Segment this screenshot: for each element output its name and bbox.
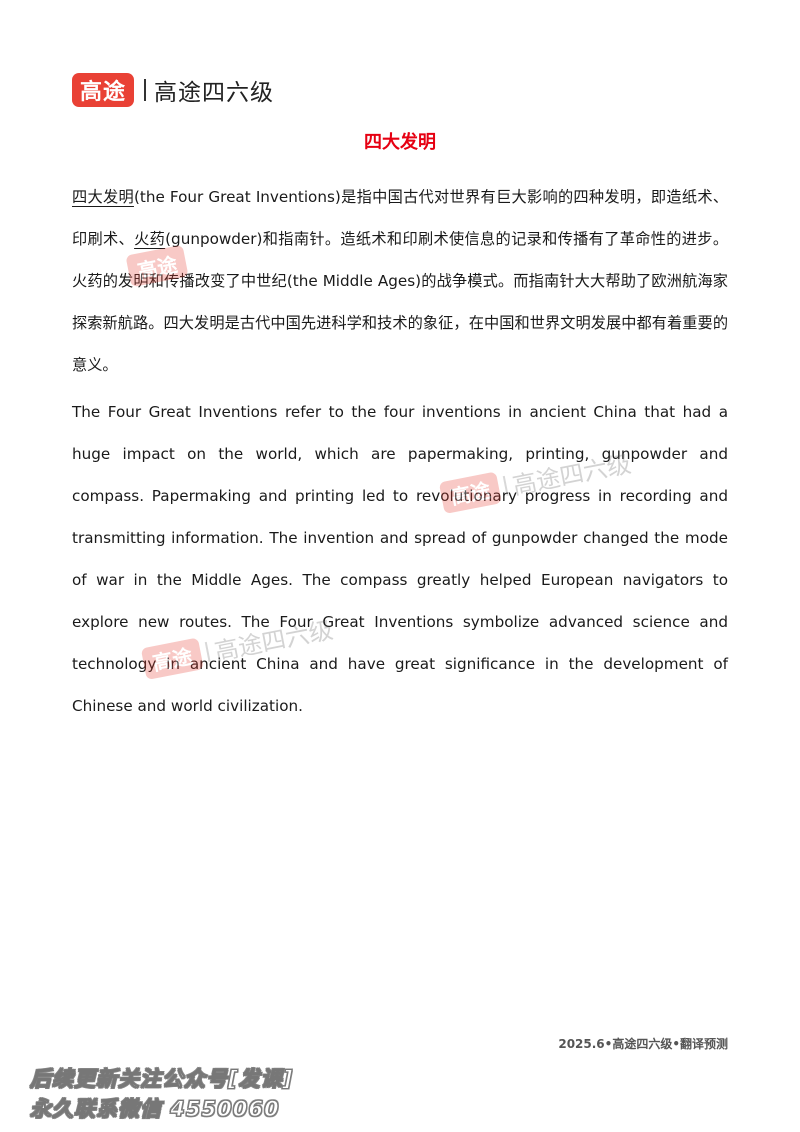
footer-promo-line1: 后续更新关注公众号[发课] xyxy=(29,1067,294,1092)
english-paragraph: The Four Great Inventions refer to the f… xyxy=(72,403,728,715)
header-logo: 高途 高途四六级 xyxy=(72,72,274,108)
logo-text: 高途四六级 xyxy=(154,80,274,106)
chinese-text-part2: (gunpowder)和指南针。造纸术和印刷术使信息的记录和传播有了革命性的进步… xyxy=(72,230,729,374)
underlined-term-gunpowder: 火药 xyxy=(134,230,166,248)
logo-divider xyxy=(144,79,146,101)
underlined-term-four-inventions: 四大发明 xyxy=(72,188,134,206)
footer-promo: 后续更新关注公众号[发课] 永久联系微信 4550060 xyxy=(29,1064,294,1124)
footer-promo-line2: 永久联系微信 4550060 xyxy=(29,1097,280,1122)
chinese-paragraph: 四大发明(the Four Great Inventions)是指中国古代对世界… xyxy=(72,176,728,386)
logo-badge: 高途 xyxy=(72,73,134,107)
page-title: 四大发明 xyxy=(364,132,436,153)
footer-caption: 2025.6•高途四六级•翻译预测 xyxy=(558,1037,728,1051)
chinese-text-part1: (the Four Great Inventions)是指中国古代对世界有巨大影… xyxy=(72,188,729,248)
